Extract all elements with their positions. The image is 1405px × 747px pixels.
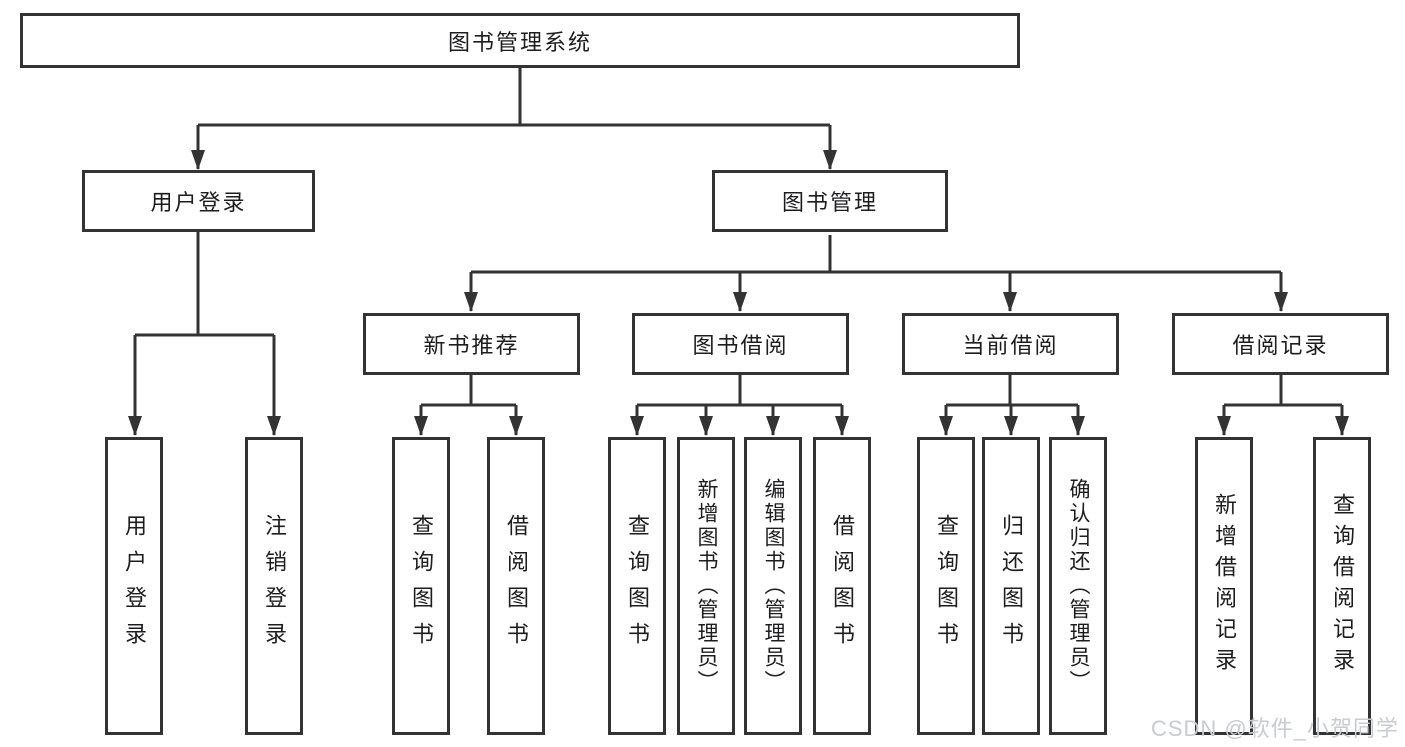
connector-rails (135, 66, 1342, 407)
node-book-borrow: 图书借阅 (632, 313, 849, 375)
leaf-query-borrow-record: 查询借阅记录 (1313, 437, 1371, 735)
leaf-confirm-return-admin: 确认归还（管理员） (1049, 437, 1107, 735)
node-current-borrow: 当前借阅 (902, 313, 1119, 375)
leaf-borrow-book: 借阅图书 (813, 437, 871, 735)
node-root: 图书管理系统 (20, 13, 1020, 68)
leaf-borrow-book-recommend: 借阅图书 (487, 437, 545, 735)
leaf-logout: 注销登录 (245, 437, 303, 735)
leaf-edit-book-admin: 编辑图书（管理员） (744, 437, 802, 735)
leaf-return-book: 归还图书 (982, 437, 1040, 735)
leaf-user-login: 用户登录 (105, 437, 163, 735)
node-user-login: 用户登录 (82, 170, 315, 232)
node-book-management: 图书管理 (712, 170, 948, 232)
node-borrow-records: 借阅记录 (1172, 313, 1389, 375)
watermark-csdn: CSDN @软件_小贺同学 (1150, 716, 1399, 741)
leaf-add-book-admin: 新增图书（管理员） (677, 437, 735, 735)
leaf-query-book-recommend: 查询图书 (392, 437, 450, 735)
node-new-book-recommend: 新书推荐 (363, 313, 580, 375)
leaf-query-book-current: 查询图书 (917, 437, 975, 735)
leaf-add-borrow-record: 新增借阅记录 (1195, 437, 1253, 735)
leaf-query-book-borrow: 查询图书 (608, 437, 666, 735)
